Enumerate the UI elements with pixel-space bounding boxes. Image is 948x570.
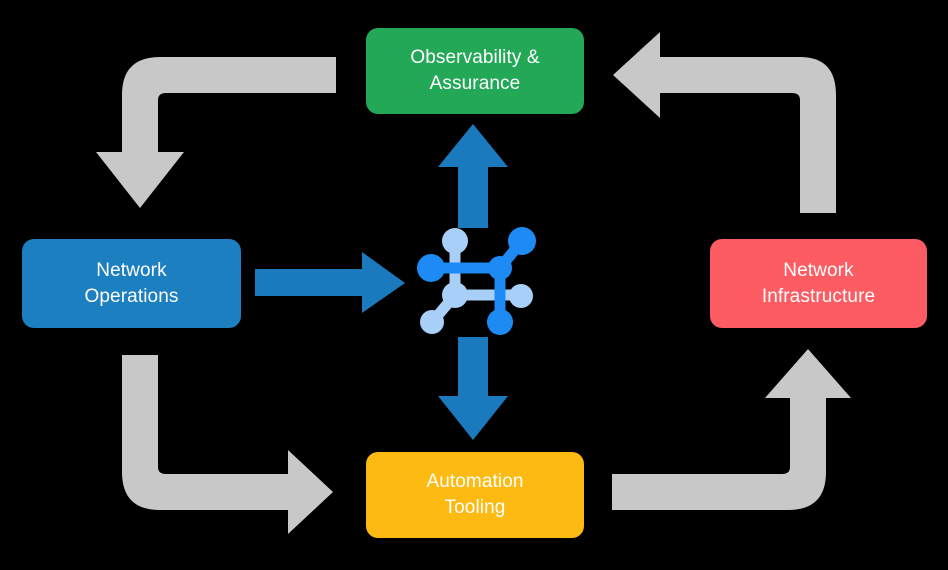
gray-arrow-network-infrastructure-to-observability bbox=[613, 32, 836, 213]
node-network-infrastructure[interactable]: Network Infrastructure bbox=[710, 239, 927, 328]
gray-arrow-automation-tooling-to-network-infrastructure bbox=[612, 349, 851, 510]
gray-arrow-network-operations-to-automation-tooling bbox=[122, 355, 333, 534]
node-network-operations[interactable]: Network Operations bbox=[22, 239, 241, 328]
network-icon-nodes bbox=[417, 227, 536, 335]
blue-arrow-center-to-automation-tooling bbox=[438, 337, 508, 440]
node-automation-tooling[interactable]: Automation Tooling bbox=[366, 452, 584, 538]
blue-arrow-network-operations-to-center bbox=[255, 252, 405, 313]
blue-arrow-center-to-observability bbox=[438, 124, 508, 228]
gray-arrow-observability-to-network-operations bbox=[96, 57, 336, 208]
node-observability-and-assurance[interactable]: Observability & Assurance bbox=[366, 28, 584, 114]
network-icon-edges bbox=[426, 233, 528, 328]
